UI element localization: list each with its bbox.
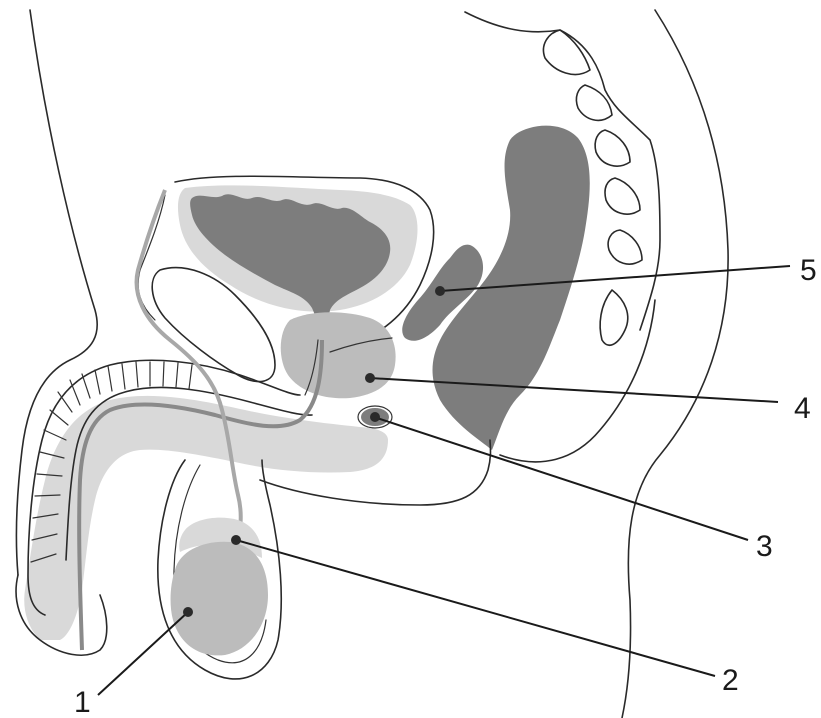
testis bbox=[171, 542, 268, 656]
pointer-dot-3 bbox=[370, 412, 380, 422]
prostate bbox=[281, 312, 396, 398]
label-3: 3 bbox=[756, 530, 773, 563]
leader-line-1 bbox=[98, 612, 188, 695]
leader-line-4 bbox=[370, 378, 778, 402]
pointer-dot-5 bbox=[435, 286, 445, 296]
leader-line-2 bbox=[236, 540, 715, 676]
label-4: 4 bbox=[794, 392, 811, 425]
label-2: 2 bbox=[722, 664, 739, 697]
leader-line-3 bbox=[377, 418, 748, 540]
pointer-dot-1 bbox=[183, 607, 193, 617]
pointer-dot-4 bbox=[365, 373, 375, 383]
label-1: 1 bbox=[74, 686, 91, 718]
pointer-dot-2 bbox=[231, 535, 241, 545]
back-contour bbox=[622, 10, 728, 718]
label-5: 5 bbox=[800, 254, 817, 287]
